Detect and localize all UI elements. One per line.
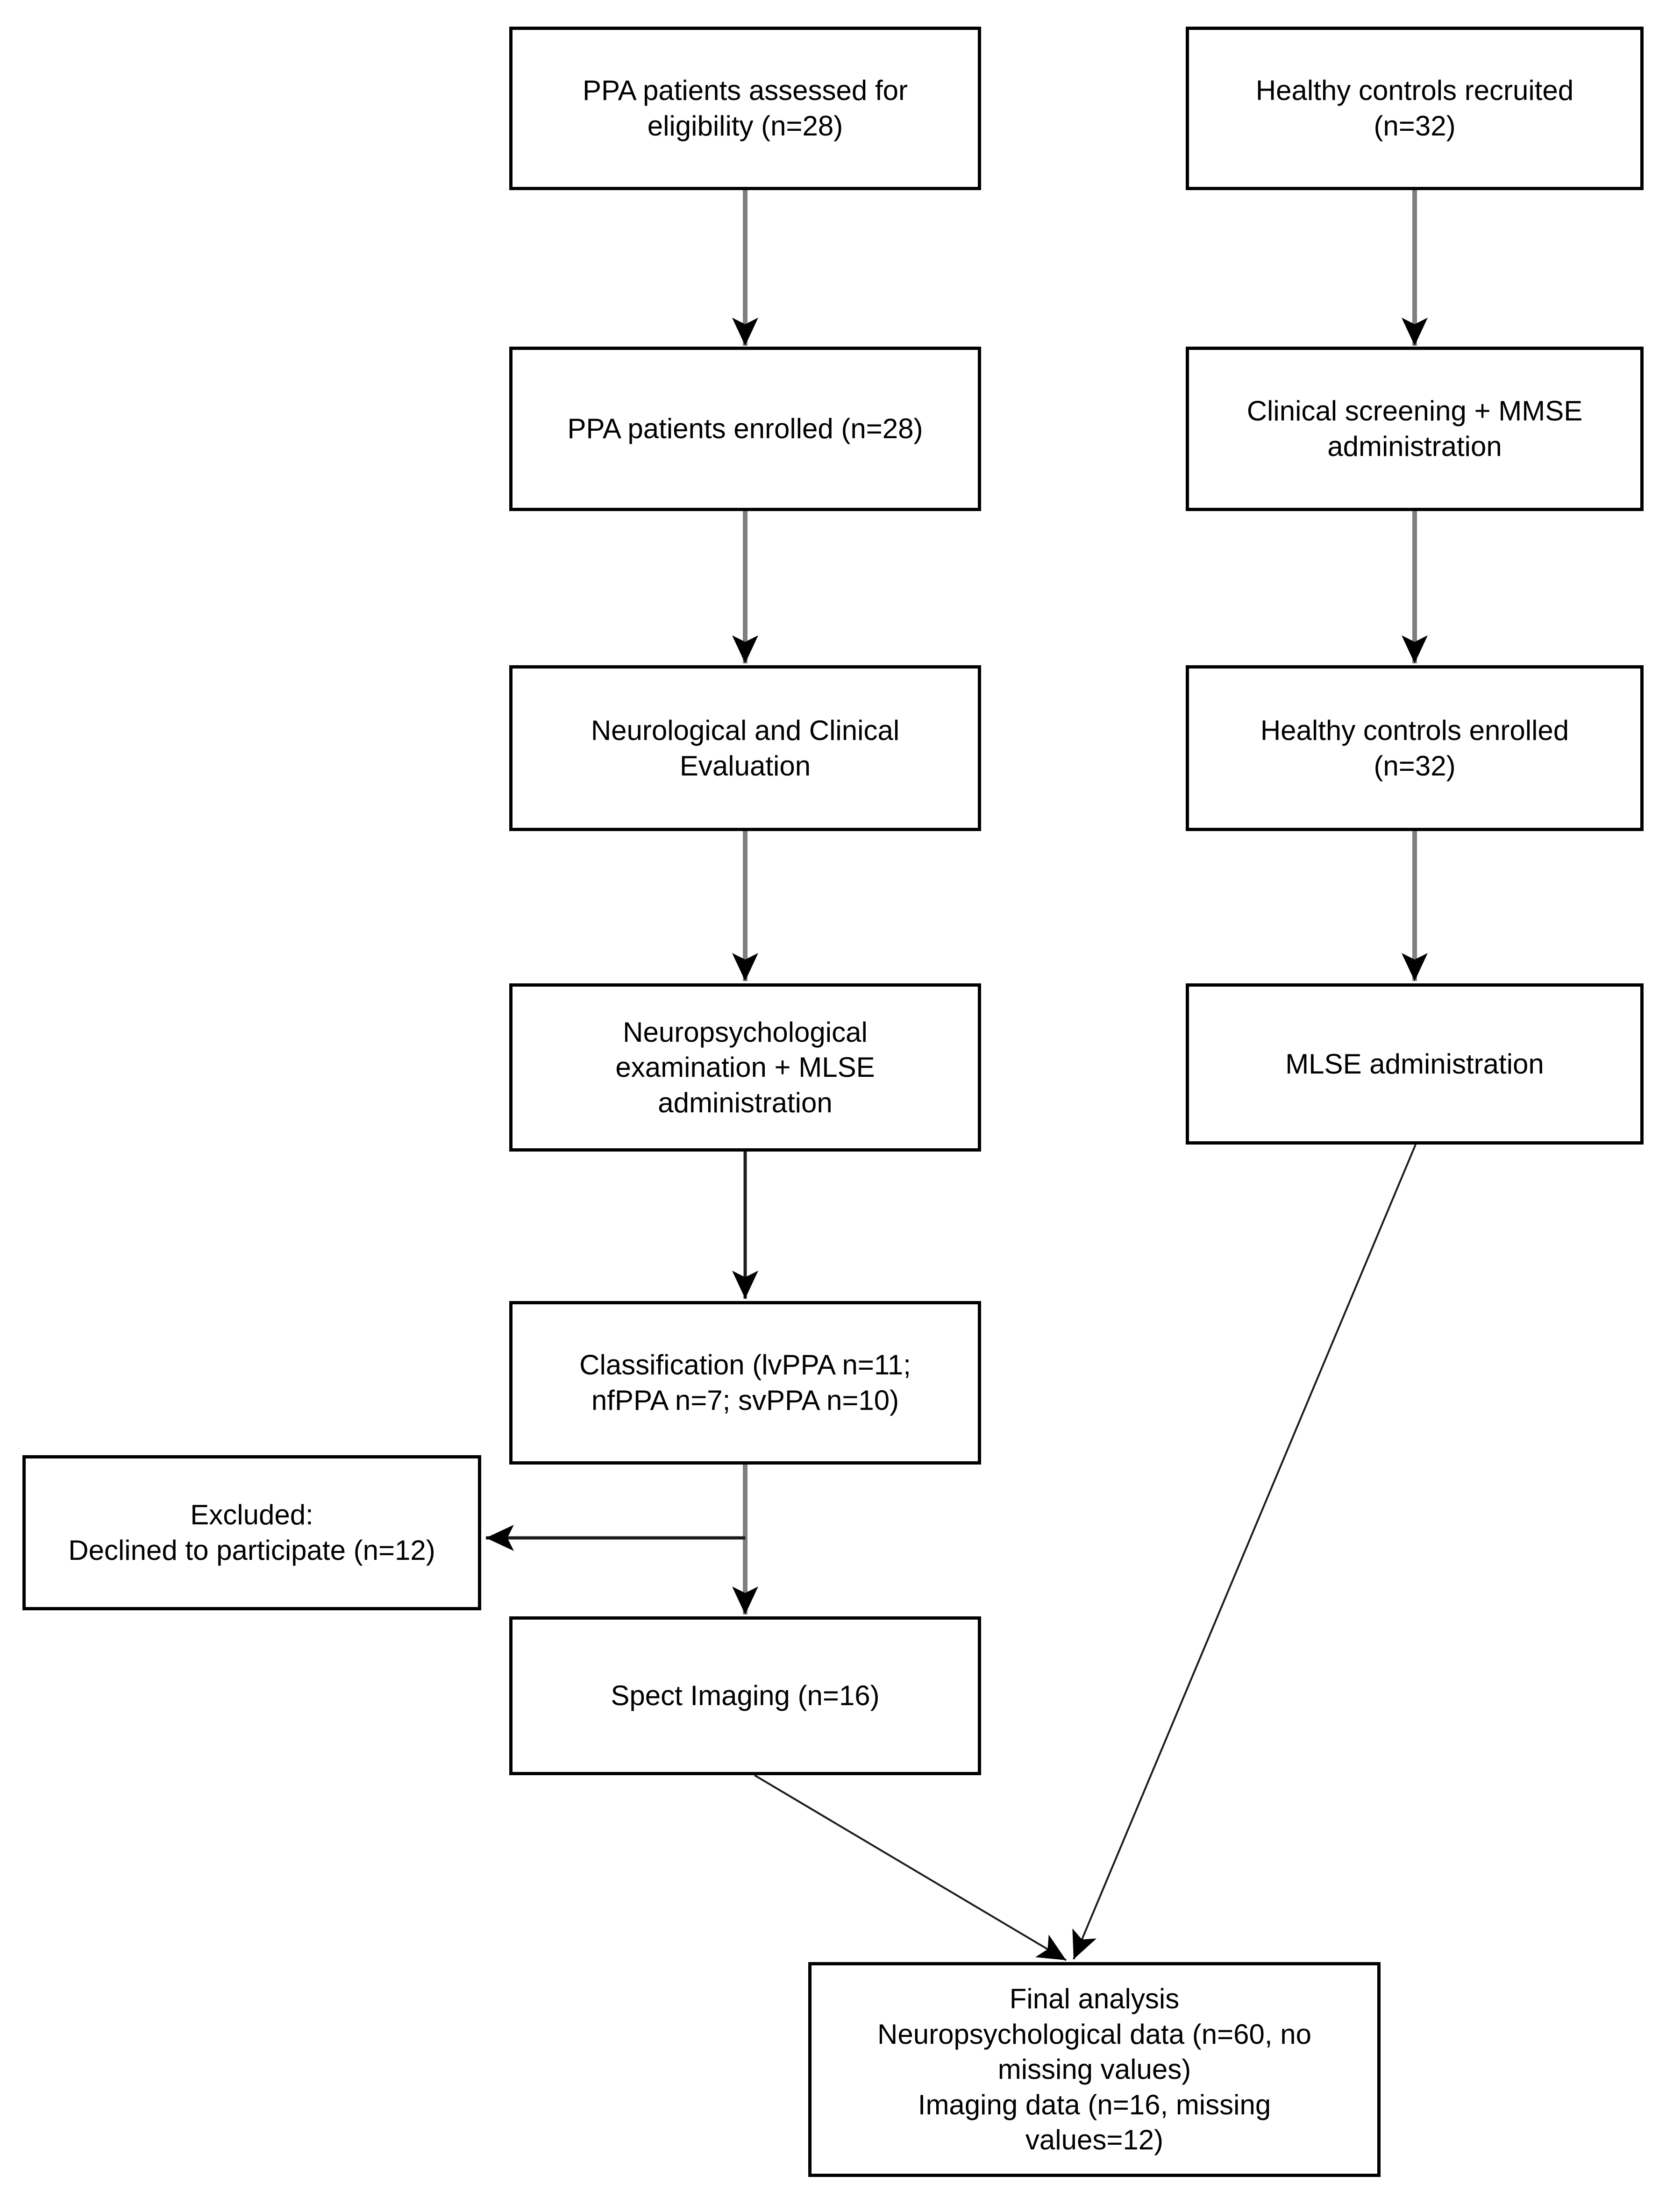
node-final-analysis: Final analysis Neuropsychological data (… [808, 1962, 1381, 2177]
node-neurological-evaluation: Neurological and Clinical Evaluation [509, 665, 981, 831]
node-mlse-administration: MLSE administration [1186, 983, 1644, 1145]
node-clinical-screening: Clinical screening + MMSE administration [1186, 347, 1644, 511]
edge-spect-to-final [754, 1774, 1067, 1961]
edge-mlse-to-final [1072, 1144, 1417, 1960]
node-healthy-controls-enrolled: Healthy controls enrolled (n=32) [1186, 665, 1644, 831]
node-ppa-assessed: PPA patients assessed for eligibility (n… [509, 27, 981, 190]
node-classification: Classification (lvPPA n=11; nfPPA n=7; s… [509, 1301, 981, 1465]
node-ppa-enrolled: PPA patients enrolled (n=28) [509, 347, 981, 511]
node-excluded: Excluded: Declined to participate (n=12) [22, 1455, 481, 1610]
node-spect-imaging: Spect Imaging (n=16) [509, 1616, 981, 1775]
node-healthy-controls-recruited: Healthy controls recruited (n=32) [1186, 27, 1644, 190]
node-neuropsychological-examination: Neuropsychological examination + MLSE ad… [509, 983, 981, 1152]
